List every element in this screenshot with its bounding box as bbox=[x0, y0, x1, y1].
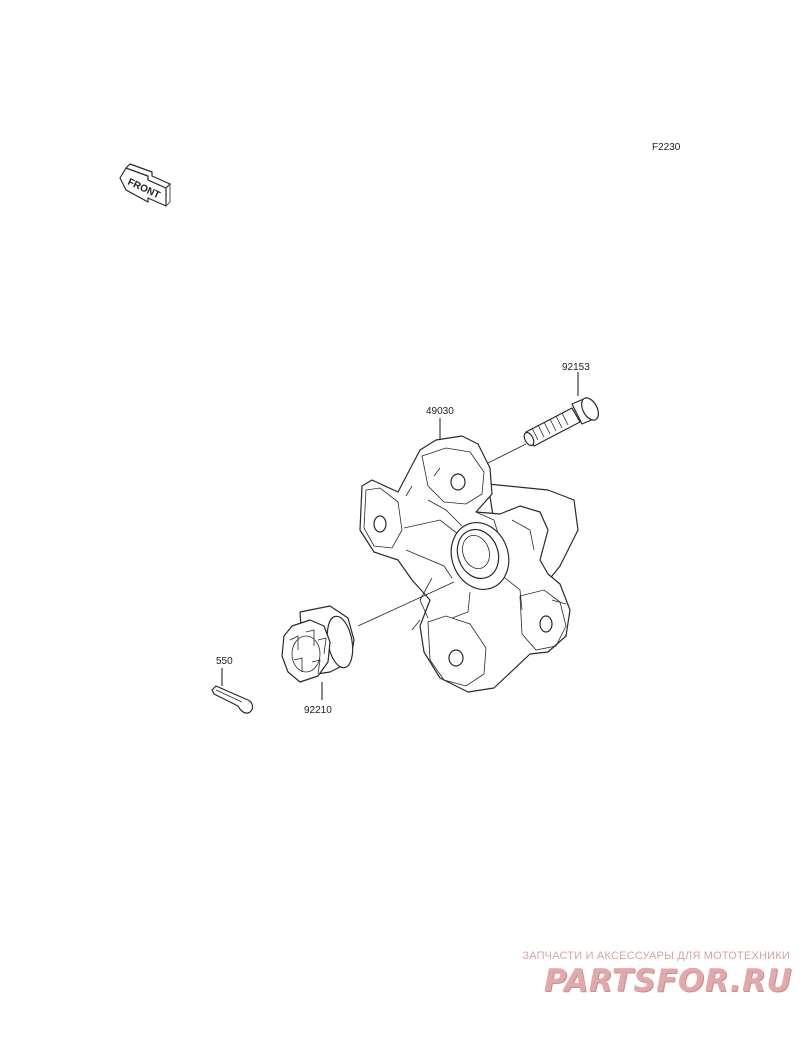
part-550-cotter-pin: 550 bbox=[211, 656, 254, 714]
part-number-49030: 49030 bbox=[426, 406, 454, 417]
part-number-550: 550 bbox=[216, 656, 233, 667]
part-92153-stud: 92153 bbox=[487, 362, 599, 464]
watermark-tagline: ЗАПЧАСТИ И АКСЕССУАРЫ ДЛЯ МОТОТЕХНИКИ bbox=[522, 950, 790, 962]
diagram-code: F2230 bbox=[652, 142, 681, 153]
part-number-92210: 92210 bbox=[304, 705, 332, 716]
part-number-92153: 92153 bbox=[562, 362, 590, 373]
part-49030-hub bbox=[359, 435, 579, 693]
part-92210-castle-nut: 92210 bbox=[281, 605, 355, 716]
watermark-logo: PARTSFOR.RU bbox=[543, 963, 792, 999]
front-arrow-icon: FRONT bbox=[119, 163, 171, 207]
